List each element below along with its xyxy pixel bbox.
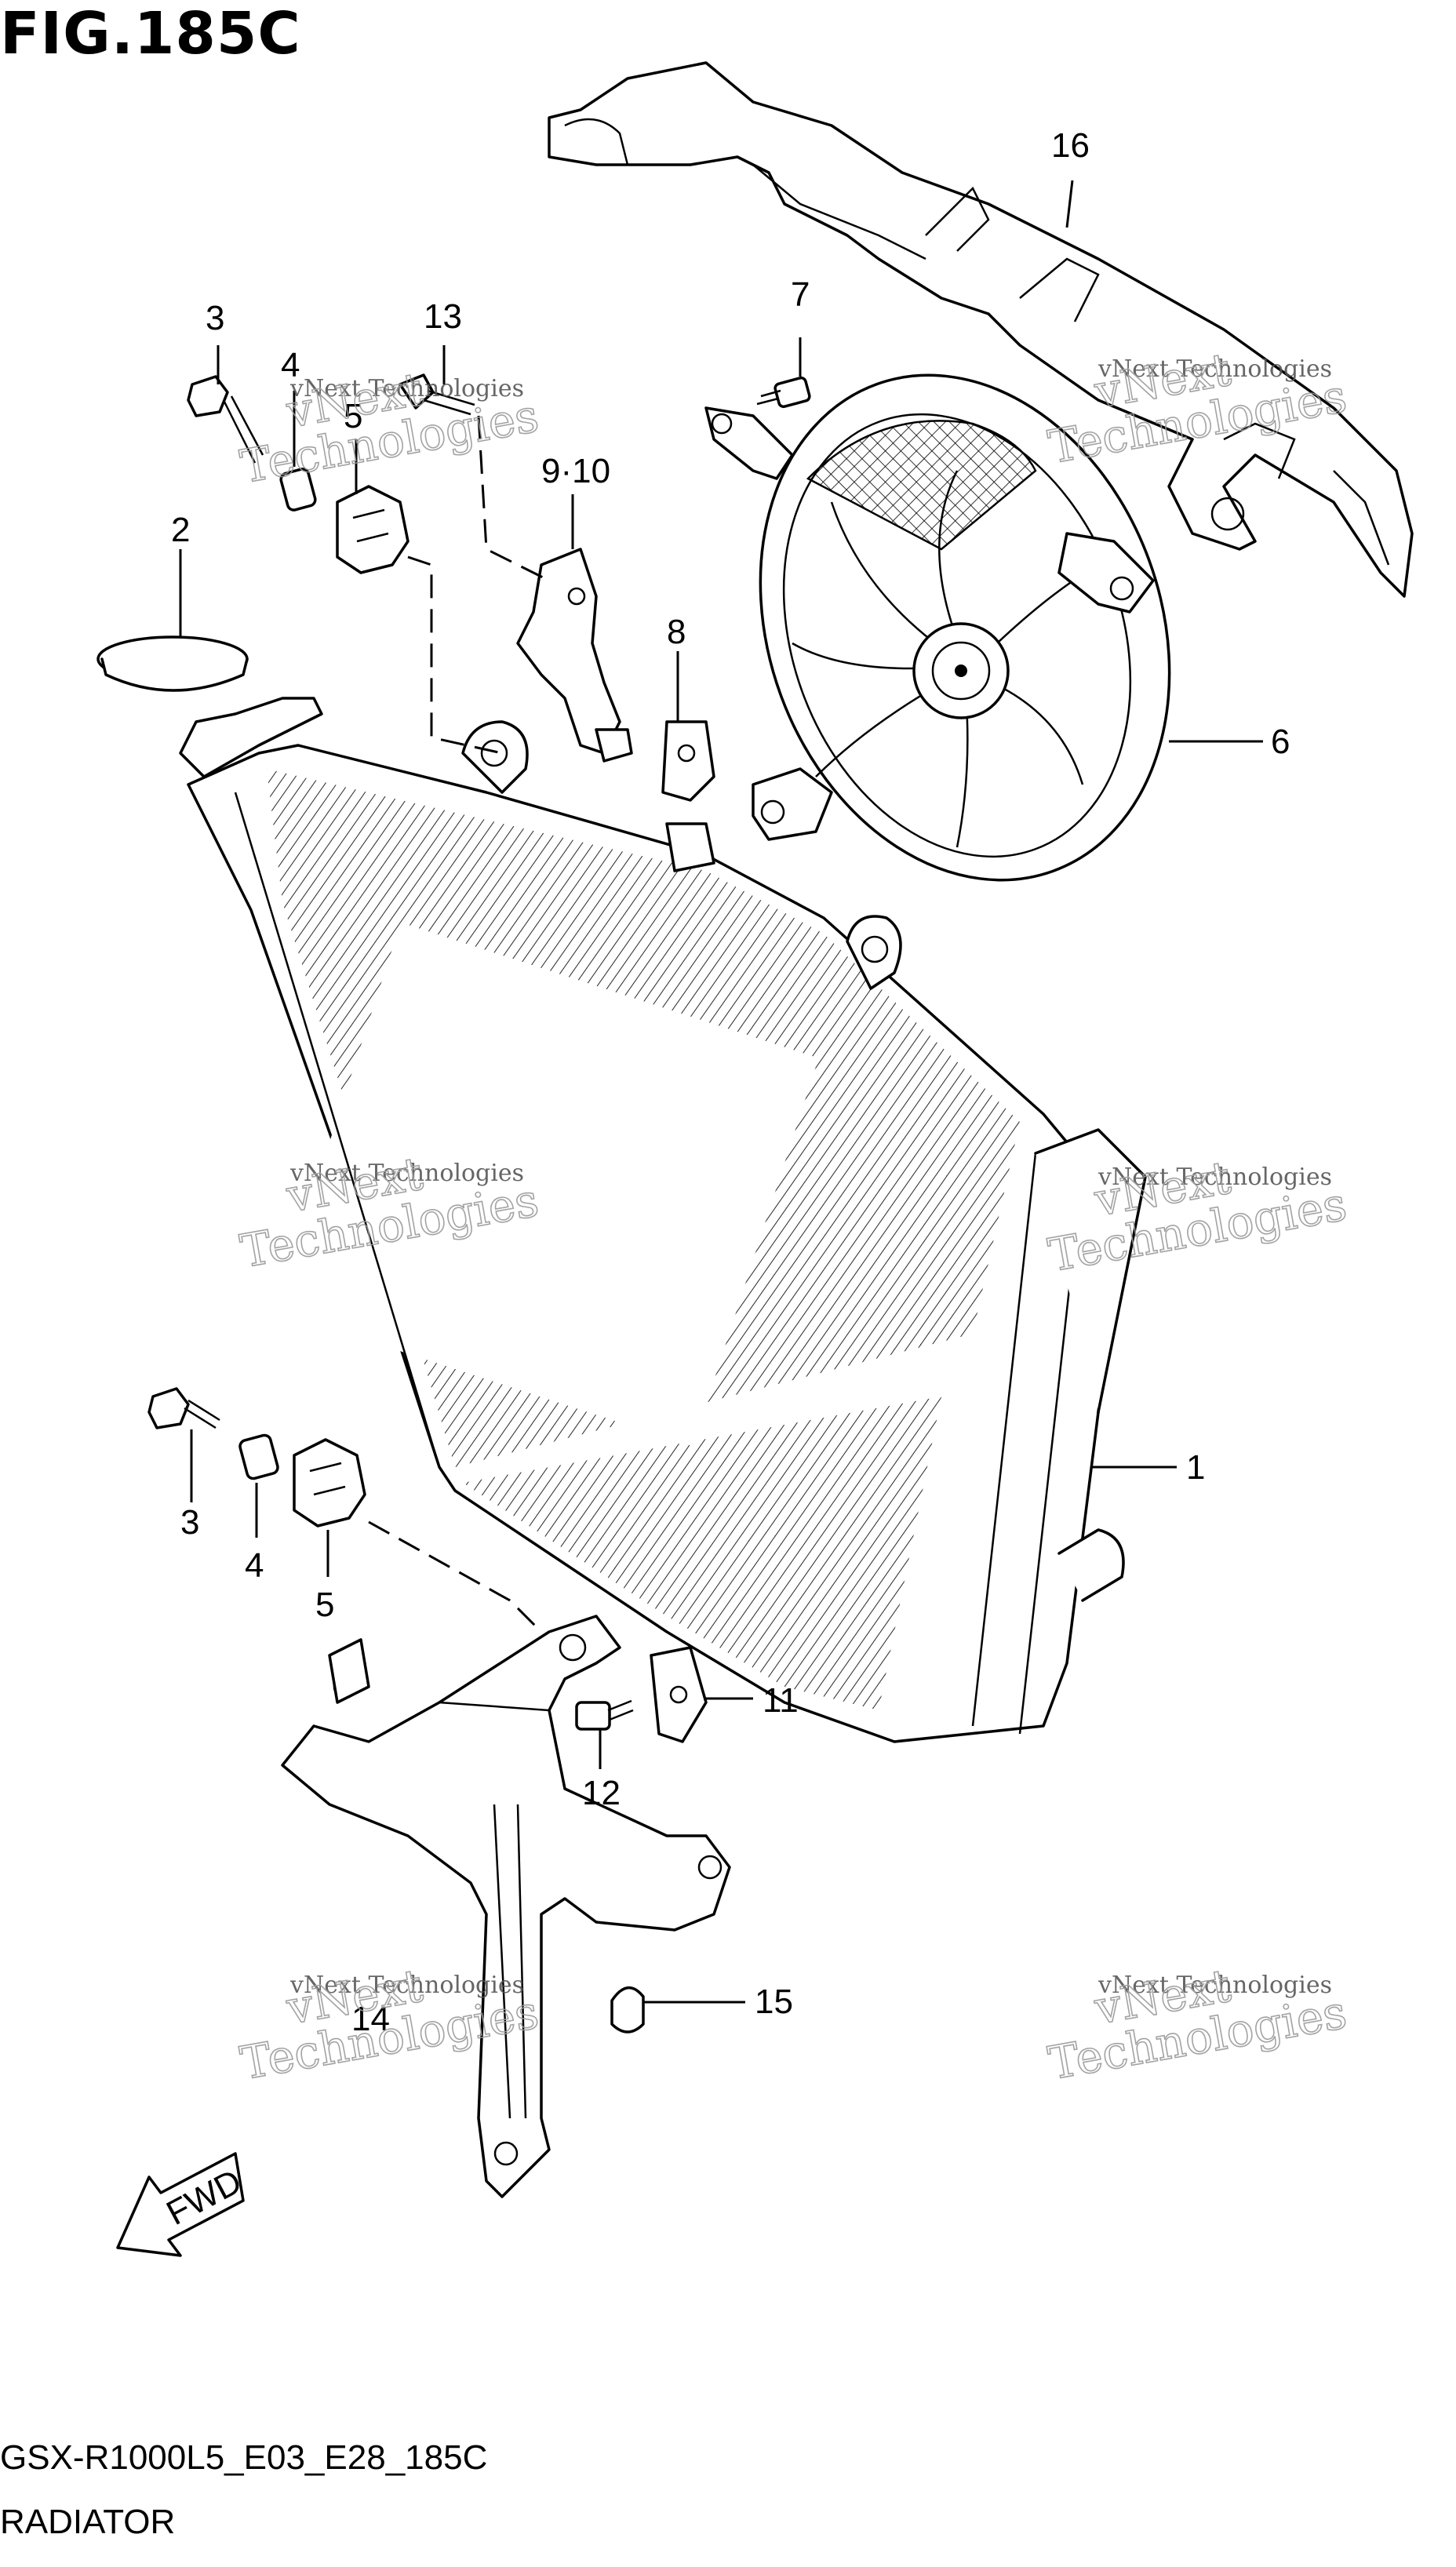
- leader-lines: [179, 180, 1263, 2004]
- callout-3-lower: 3: [180, 1503, 199, 1542]
- callout-14: 14: [351, 2000, 390, 2038]
- watermark-text: vNext Technologies: [289, 1972, 524, 1999]
- callout-5-upper: 5: [344, 397, 362, 435]
- bolt-part-7: [756, 376, 811, 409]
- clip-part-11: [650, 1646, 708, 1743]
- callout-3-upper: 3: [206, 299, 224, 337]
- callout-8: 8: [667, 613, 686, 651]
- screw-part-13: [399, 373, 475, 416]
- grommet-part-5-lower: [293, 1438, 366, 1527]
- collar-part-4-lower: [238, 1433, 279, 1480]
- callout-11: 11: [763, 1681, 799, 1720]
- watermark-text: vNext Technologies: [1097, 355, 1332, 383]
- lower-bracket-part-14: [281, 1615, 731, 2198]
- callout-4-upper: 4: [281, 346, 300, 384]
- figure-title: FIG.185C: [0, 0, 301, 67]
- callout-1: 1: [1186, 1448, 1205, 1487]
- figure-caption: RADIATOR: [0, 2503, 176, 2541]
- callout-2: 2: [171, 511, 190, 549]
- assembly-dash-lines: [368, 415, 550, 1633]
- grommet-part-5-upper: [336, 485, 410, 574]
- callout-16: 16: [1051, 126, 1090, 165]
- callout-13: 13: [424, 297, 462, 336]
- callout-15: 15: [755, 1983, 793, 2021]
- callout-labels: 16 7 3 4 13 5 9·10 2 8 6 1 3 4 5 11 12 1…: [171, 126, 1290, 2038]
- bracket-part-9-10: [516, 548, 633, 763]
- watermark-text: vNext Technologies: [289, 375, 524, 402]
- callout-4-lower: 4: [245, 1546, 264, 1585]
- fan-assembly-part-6: [704, 373, 1171, 882]
- clip-nut-part-8: [661, 720, 715, 802]
- bolt-part-12: [575, 1699, 634, 1731]
- watermark-text: vNext Technologies: [289, 1160, 524, 1187]
- watermark-text: vNext Technologies: [1097, 1972, 1332, 1999]
- fwd-arrow-icon: FWD: [116, 2152, 248, 2257]
- duct-cover-part-16: [548, 61, 1414, 598]
- figure-code: GSX-R1000L5_E03_E28_185C: [0, 2438, 488, 2477]
- callout-9-10: 9·10: [541, 452, 610, 490]
- radiator-part-1: [187, 720, 1147, 1743]
- rivet-part-15: [610, 1986, 645, 2034]
- bolt-part-3-lower: [147, 1387, 220, 1429]
- callout-5-lower: 5: [315, 1586, 334, 1624]
- collar-part-4-upper: [279, 468, 317, 512]
- radiator-cap-part-2: [96, 635, 323, 778]
- watermark-text: vNext Technologies: [1097, 1163, 1332, 1191]
- bolt-part-3-upper: [187, 375, 264, 464]
- callout-12: 12: [582, 1774, 621, 1812]
- callout-7: 7: [791, 275, 810, 314]
- callout-6: 6: [1271, 723, 1290, 761]
